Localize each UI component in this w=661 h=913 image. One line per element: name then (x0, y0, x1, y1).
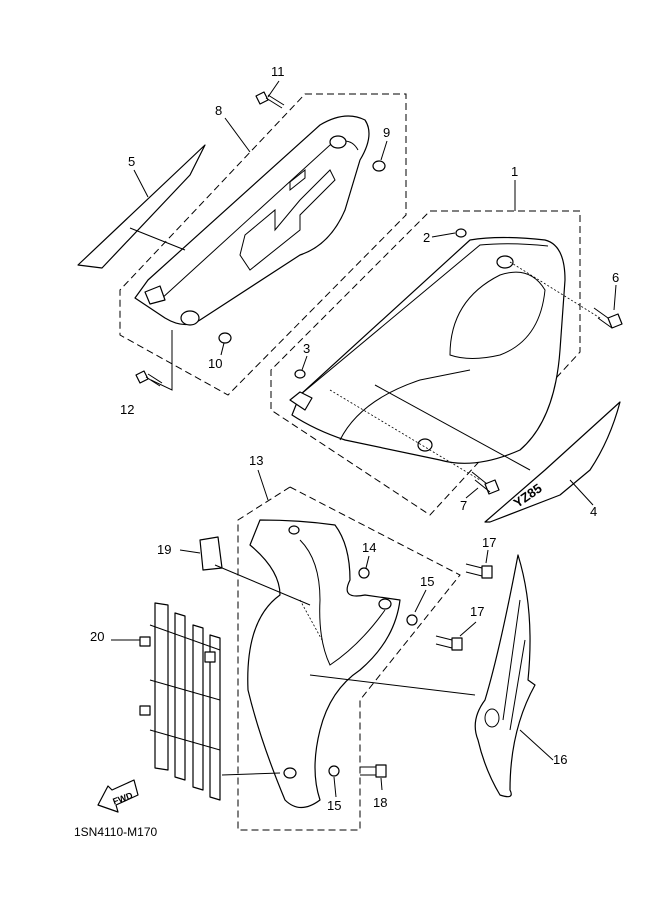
callout-13: 13 (249, 453, 263, 468)
leader-lines (111, 80, 617, 798)
bolt-18 (360, 764, 387, 778)
group-8-boundary (119, 93, 407, 396)
callout-15a: 15 (420, 574, 434, 589)
grommet-boss (180, 310, 200, 326)
radiator-cover-hole-2 (378, 598, 392, 610)
callouts: 11 8 9 5 10 12 1 2 3 6 7 4 13 19 14 17 1… (74, 64, 619, 839)
radiator-cover-hole (288, 525, 300, 535)
radiator-cover-hole-3 (283, 767, 297, 779)
callout-14: 14 (362, 540, 376, 555)
washer-10 (218, 332, 232, 344)
group-13-boundary (237, 486, 461, 831)
side-cover-right-edge (299, 243, 549, 396)
side-cover-left-group (77, 91, 407, 396)
decal-4 (484, 401, 621, 523)
callout-20: 20 (90, 629, 104, 644)
side-cover-right (291, 236, 566, 464)
bolt-7 (471, 471, 500, 495)
decal-5 (77, 144, 206, 269)
callout-4: 4 (590, 504, 597, 519)
callout-7: 7 (460, 498, 467, 513)
collar-15a (406, 614, 418, 626)
callout-9: 9 (383, 125, 390, 140)
callout-5: 5 (128, 154, 135, 169)
bolt-17a (465, 563, 493, 579)
callout-3: 3 (303, 341, 310, 356)
callout-17a: 17 (482, 535, 496, 550)
callout-16: 16 (553, 752, 567, 767)
bolt-17b (435, 635, 463, 651)
side-cover-right-line (339, 369, 471, 441)
decal-16 (474, 554, 536, 798)
radiator-cover-group (237, 486, 493, 831)
bolt-6 (593, 307, 623, 329)
side-cover-tab (144, 285, 166, 305)
pad-19 (199, 536, 223, 571)
group-1-boundary (270, 210, 581, 516)
grommet-boss-upper (329, 135, 347, 149)
callout-19: 19 (157, 542, 171, 557)
radiator-guard-20 (139, 602, 221, 801)
radiator-cover-inner (299, 539, 386, 666)
diagram-code: 1SN4110-M170 (74, 825, 157, 839)
side-cover-right-group: YZ85 (270, 210, 623, 523)
side-cover-left-slot (239, 169, 336, 271)
collar-14 (358, 567, 370, 579)
callout-1: 1 (511, 164, 518, 179)
washer-9 (372, 160, 386, 172)
collar-15b (328, 765, 340, 777)
bolt-11 (255, 91, 285, 109)
callout-17b: 17 (470, 604, 484, 619)
callout-10: 10 (208, 356, 222, 371)
alignment-lines-1 (329, 261, 601, 481)
callout-11: 11 (271, 64, 285, 79)
washer-2 (455, 228, 467, 238)
radiator-cover (247, 519, 401, 809)
callout-2: 2 (423, 230, 430, 245)
side-cover-right-cutout (449, 271, 546, 359)
right-cover-tab (289, 391, 313, 411)
callout-12: 12 (120, 402, 134, 417)
callout-6: 6 (612, 270, 619, 285)
right-cover-boss-lower (417, 438, 433, 452)
right-cover-boss (496, 255, 514, 269)
callout-18: 18 (373, 795, 387, 810)
washer-3 (294, 369, 306, 379)
callout-8: 8 (215, 103, 222, 118)
fwd-arrow: FWD (97, 779, 139, 813)
callout-15b: 15 (327, 798, 341, 813)
side-cover-left-vent (289, 168, 306, 192)
